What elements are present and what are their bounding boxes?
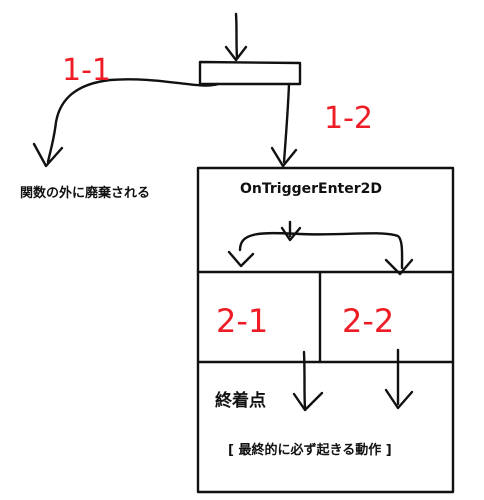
step-1-1-label: 1-1 bbox=[62, 53, 111, 88]
split-left-arrowhead bbox=[227, 250, 255, 268]
split-center-mark bbox=[280, 226, 302, 242]
end-left-arrow bbox=[302, 350, 307, 410]
step-2-2-label: 2-2 bbox=[342, 302, 394, 340]
entry-arrowhead bbox=[224, 45, 248, 62]
trigger-function-label: OnTriggerEnter2D bbox=[240, 181, 383, 197]
final-action-label: [ 最終的に必ず起きる動作 ] bbox=[228, 443, 392, 458]
end-point-label: 終着点 bbox=[215, 391, 266, 411]
branch-1-1-arrowhead bbox=[32, 142, 64, 168]
main-box bbox=[196, 166, 455, 494]
branch-1-2-line bbox=[282, 82, 291, 164]
branch-1-2-arrowhead bbox=[270, 146, 298, 168]
end-right-arrowhead bbox=[384, 388, 414, 410]
step-2-1-label: 2-1 bbox=[216, 302, 268, 340]
discard-label: 関数の外に廃棄される bbox=[20, 186, 151, 201]
branch-1-1-line bbox=[46, 78, 220, 164]
split-right-arrowhead bbox=[384, 258, 414, 276]
source-box bbox=[198, 60, 302, 86]
split-horizontal-line bbox=[238, 231, 404, 270]
entry-arrow bbox=[234, 12, 239, 60]
end-left-arrowhead bbox=[292, 391, 324, 412]
step-1-2-label: 1-2 bbox=[324, 101, 373, 136]
